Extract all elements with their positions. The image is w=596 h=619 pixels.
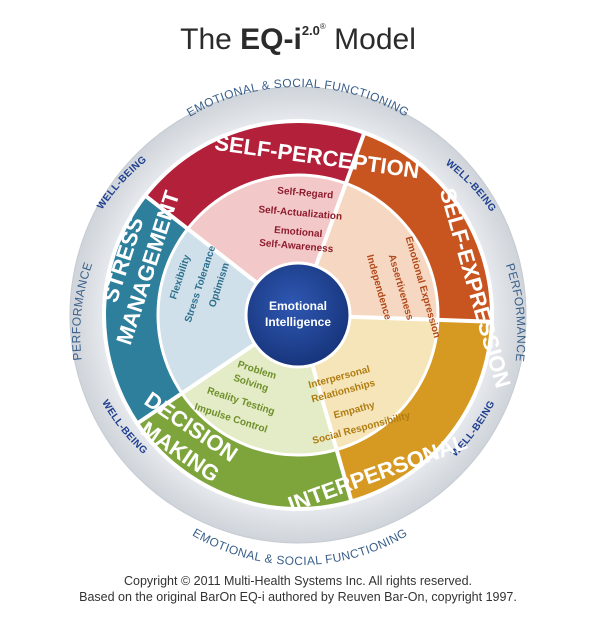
subscale-self-regard: Self-Regard (277, 186, 334, 202)
separator-line (310, 364, 354, 503)
composite-band-decision-making (138, 393, 351, 508)
copyright-line2: Based on the original BarOn EQ-i authore… (79, 590, 517, 604)
subscale-segment-stress-management (158, 228, 258, 394)
separator-line (313, 132, 367, 267)
subscale-segment-interpersonal (312, 316, 438, 450)
subscale-segment-self-perception (187, 175, 346, 283)
copyright-line1: Copyright © 2011 Multi-Health Systems In… (123, 574, 472, 588)
segment-separators (136, 132, 492, 503)
separator-line (143, 193, 259, 285)
center-circle (244, 261, 352, 369)
subscale-segment-self-expression (315, 183, 438, 320)
copyright-notice: Copyright © 2011 Multi-Health Systems In… (0, 573, 596, 605)
separator-line (136, 342, 257, 426)
center-label-line2: Intelligence (265, 315, 331, 329)
subscale-segment-decision-making (181, 344, 337, 455)
composite-band-interpersonal (336, 319, 490, 500)
composite-band-self-perception (146, 123, 364, 229)
page-title: The EQ-i2.0® Model (0, 22, 596, 57)
subscale-emotional: Emotional (274, 225, 323, 240)
subscale-segments (158, 175, 438, 455)
title-suffix: Model (325, 23, 416, 56)
center-label-line1: Emotional (269, 299, 327, 313)
title-registered-mark: ® (319, 22, 326, 31)
inner-ring-edge (156, 173, 440, 457)
title-prefix: The (180, 23, 241, 56)
composite-band-self-expression (345, 134, 490, 322)
title-brand: EQ-i (240, 23, 302, 56)
separator-line (349, 314, 492, 324)
title-version: 2.0 (301, 23, 320, 38)
